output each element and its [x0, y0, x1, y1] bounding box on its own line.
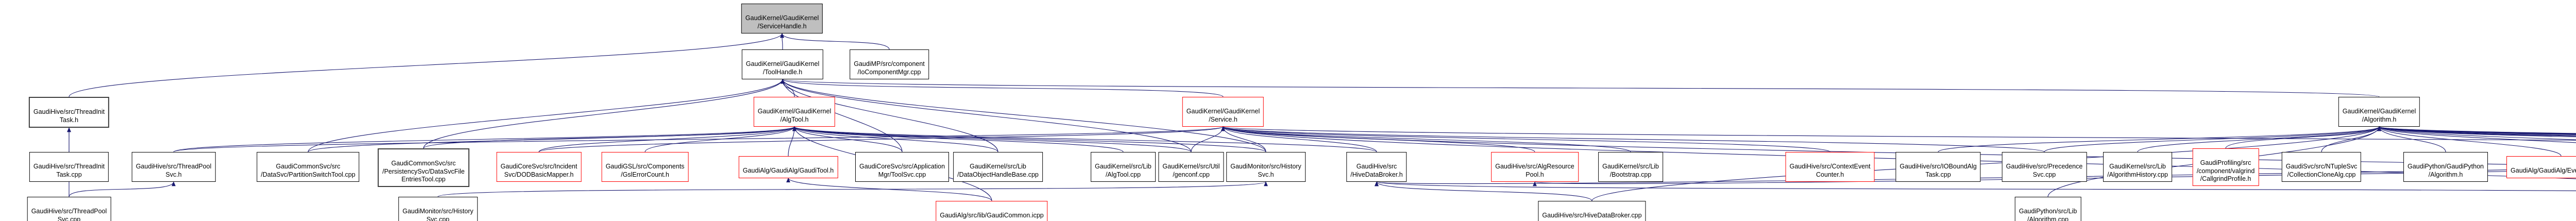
graph-node-label: GaudiHive/src/ThreadInit Task.h: [33, 108, 105, 124]
graph-node-label: GaudiKernel/GaudiKernel /Algorithm.h: [2342, 108, 2416, 123]
graph-node-gaudipython_algorithm_h[interactable]: GaudiPython/GaudiPython /Algorithm.h: [2403, 152, 2488, 182]
graph-node-historysvc_cpp[interactable]: GaudiMonitor/src/History Svc.cpp: [398, 197, 478, 221]
graph-node-hivedatabroker_h[interactable]: GaudiHive/src /HiveDataBroker.h: [1346, 152, 1407, 182]
graph-node-label: GaudiPython/src/Lib /Algorithm.cpp: [2019, 208, 2077, 221]
graph-node-label: GaudiHive/src/ContextEvent Counter.h: [1789, 163, 1871, 178]
graph-node-algorithmhistory_cpp[interactable]: GaudiKernel/src/Lib /AlgorithmHistory.cp…: [2103, 152, 2172, 182]
graph-node-label: GaudiHive/src/HiveDataBroker.cpp: [1542, 212, 1642, 219]
graph-node-label: GaudiAlg/src/lib/GaudiCommon.icpp: [940, 212, 1044, 219]
graph-node-label: GaudiSvc/src/NTupleSvc /CollectionCloneA…: [2285, 163, 2358, 178]
graph-node-label: GaudiHive/src/ThreadInit Task.cpp: [33, 163, 105, 178]
graph-node-label: GaudiHive/src/ThreadPool Svc.cpp: [31, 208, 107, 221]
graph-node-label: GaudiMP/src/component /IoComponentMgr.cp…: [854, 60, 925, 76]
graph-node-threadinittask_cpp[interactable]: GaudiHive/src/ThreadInit Task.cpp: [29, 152, 109, 182]
graph-node-label: GaudiCommonSvc/src /DataSvc/PartitionSwi…: [261, 163, 355, 178]
graph-node-genconf_cpp[interactable]: GaudiKernel/src/Util /genconf.cpp: [1158, 152, 1224, 182]
graph-node-label: GaudiPython/GaudiPython /Algorithm.h: [2407, 163, 2484, 178]
graph-node-gauditool_h[interactable]: GaudiAlg/GaudiAlg/GaudiTool.h: [738, 156, 838, 178]
graph-node-datasvcfileentriestool_cpp[interactable]: GaudiCommonSvc/src /PersistencySvc/DataS…: [378, 148, 469, 187]
graph-node-precedencesvc_cpp[interactable]: GaudiHive/src/Precedence Svc.cpp: [2002, 152, 2087, 182]
graph-node-label: GaudiHive/src/IOBoundAlg Task.cpp: [1900, 163, 1977, 178]
graph-node-root: GaudiKernel/GaudiKernel /ServiceHandle.h: [741, 4, 823, 33]
graph-node-toolhandle[interactable]: GaudiKernel/GaudiKernel /ToolHandle.h: [741, 49, 824, 79]
graph-node-label: GaudiHive/src/AlgResource Pool.h: [1495, 163, 1574, 178]
graph-node-bootstrap_cpp[interactable]: GaudiKernel/src/Lib /Bootstrap.cpp: [1598, 152, 1663, 182]
graph-node-label: GaudiGSL/src/Components /GslErrorCount.h: [605, 163, 685, 178]
graph-node-label: GaudiKernel/GaudiKernel /AlgTool.h: [757, 108, 832, 123]
graph-node-hivedatabroker_cpp[interactable]: GaudiHive/src/HiveDataBroker.cpp: [1538, 201, 1646, 221]
graph-node-threadinittask_h[interactable]: GaudiHive/src/ThreadInit Task.h: [28, 97, 110, 128]
graph-node-dataobjecthandlebase_cpp[interactable]: GaudiKernel/src/Lib /DataObjectHandleBas…: [953, 152, 1043, 182]
graph-node-label: GaudiKernel/GaudiKernel /ServiceHandle.h: [745, 14, 819, 30]
graph-node-label: GaudiCoreSvc/src/Incident Svc/DODBasicMa…: [500, 163, 578, 178]
graph-node-label: GaudiMonitor/src/History Svc.h: [1230, 163, 1301, 178]
graph-node-algresourcepool_h[interactable]: GaudiHive/src/AlgResource Pool.h: [1491, 152, 1579, 182]
graph-node-label: GaudiHive/src/ThreadPool Svc.h: [135, 163, 212, 178]
graph-node-toolsvc_cpp[interactable]: GaudiCoreSvc/src/Application Mgr/ToolSvc…: [855, 152, 950, 182]
graph-node-label: GaudiKernel/src/Util /genconf.cpp: [1162, 163, 1220, 178]
graph-node-gslerrorcount_h[interactable]: GaudiGSL/src/Components /GslErrorCount.h: [601, 152, 689, 182]
graph-node-contexteventcounter_h[interactable]: GaudiHive/src/ContextEvent Counter.h: [1785, 152, 1875, 182]
graph-node-ioboundalgtask_cpp[interactable]: GaudiHive/src/IOBoundAlg Task.cpp: [1895, 152, 1981, 182]
graph-node-gaudicommon_icpp[interactable]: GaudiAlg/src/lib/GaudiCommon.icpp: [936, 201, 1048, 221]
graph-node-label: GaudiCoreSvc/src/Application Mgr/ToolSvc…: [859, 163, 945, 178]
graph-node-threadpoolsvc_cpp[interactable]: GaudiHive/src/ThreadPool Svc.cpp: [27, 197, 111, 221]
graph-node-iocomponentmgr[interactable]: GaudiMP/src/component /IoComponentMgr.cp…: [850, 49, 929, 79]
graph-node-label: GaudiHive/src/Precedence Svc.cpp: [2006, 163, 2083, 178]
graph-node-gaudipython_algorithm_cpp[interactable]: GaudiPython/src/Lib /Algorithm.cpp: [2014, 197, 2081, 221]
graph-node-callgrindprofile_h[interactable]: GaudiProfiling/src /component/valgrind /…: [2192, 148, 2259, 186]
graph-node-label: GaudiKernel/src/Lib /AlgTool.cpp: [1095, 163, 1151, 178]
graph-node-dodbasicmapper_h[interactable]: GaudiCoreSvc/src/Incident Svc/DODBasicMa…: [496, 152, 582, 182]
graph-node-label: GaudiKernel/GaudiKernel /ToolHandle.h: [745, 60, 820, 76]
graph-node-label: GaudiHive/src /HiveDataBroker.h: [1350, 163, 1403, 178]
graph-node-service_h[interactable]: GaudiKernel/GaudiKernel /Service.h: [1182, 97, 1264, 127]
graph-node-algtool_h[interactable]: GaudiKernel/GaudiKernel /AlgTool.h: [753, 97, 836, 127]
graph-node-label: GaudiKernel/GaudiKernel /Service.h: [1186, 108, 1260, 123]
graph-node-label: GaudiKernel/src/Lib /DataObjectHandleBas…: [957, 163, 1039, 178]
graph-node-label: GaudiCommonSvc/src /PersistencySvc/DataS…: [382, 160, 465, 183]
graph-node-label: GaudiMonitor/src/History Svc.cpp: [402, 208, 473, 221]
graph-node-label: GaudiProfiling/src /component/valgrind /…: [2196, 159, 2255, 182]
graph-node-label: GaudiKernel/src/Lib /Bootstrap.cpp: [1602, 163, 1659, 178]
graph-node-historysvc_h[interactable]: GaudiMonitor/src/History Svc.h: [1226, 152, 1306, 182]
graph-node-algtool_cpp[interactable]: GaudiKernel/src/Lib /AlgTool.cpp: [1091, 152, 1156, 182]
graph-node-partitionswitchtool_cpp[interactable]: GaudiCommonSvc/src /DataSvc/PartitionSwi…: [257, 152, 360, 182]
graph-node-label: GaudiAlg/GaudiAlg/GaudiTool.h: [742, 167, 834, 175]
graph-node-algorithm_h[interactable]: GaudiKernel/GaudiKernel /Algorithm.h: [2338, 97, 2420, 127]
graph-node-collectionclonealg_cpp[interactable]: GaudiSvc/src/NTupleSvc /CollectionCloneA…: [2281, 152, 2362, 182]
graph-node-threadpoolsvc_h[interactable]: GaudiHive/src/ThreadPool Svc.h: [131, 152, 216, 182]
graph-node-label: GaudiKernel/src/Lib /AlgorithmHistory.cp…: [2107, 163, 2168, 178]
